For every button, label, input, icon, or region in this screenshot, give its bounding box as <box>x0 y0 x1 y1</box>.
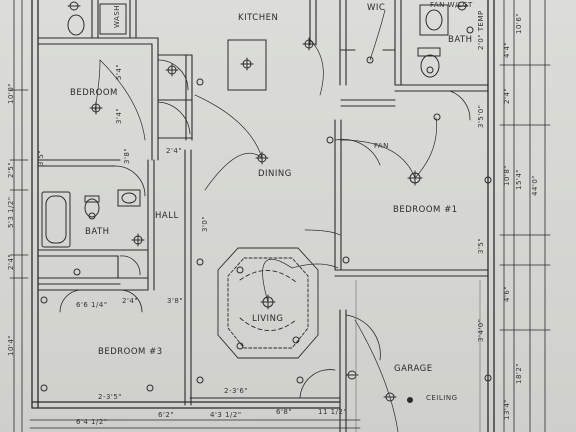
dim-6-2: 6'2" <box>158 411 175 419</box>
dim-6-4: 6'4 1/2" <box>76 418 108 426</box>
dim-3-5: 3'5" <box>37 149 45 166</box>
dim-3-5-0: 3'5'0" <box>477 104 485 128</box>
dim-3-8: 3'8" <box>123 147 131 164</box>
dim-3-4-0: 3'4'0" <box>477 318 485 342</box>
garage-overhead-lines <box>355 279 481 432</box>
room-label-bedroom: BEDROOM <box>70 88 118 98</box>
dim-15-4: 15'4" <box>515 168 523 190</box>
room-label-bedroom-1: BEDROOM #1 <box>393 205 458 215</box>
note-wash: WASH <box>113 4 121 28</box>
living-ceiling-detail <box>217 247 319 359</box>
dim-2-3-6: 2-3'6" <box>224 387 249 395</box>
dim-10-8: 10'8" <box>503 164 511 186</box>
dim-44-0: 44'0" <box>531 174 539 196</box>
room-label-bath-left: BATH <box>85 227 110 237</box>
dim-4-3: 4'3 1/2" <box>210 411 242 419</box>
room-label-kitchen: KITCHEN <box>238 13 279 23</box>
wiring-arcs <box>94 9 437 432</box>
dim-2-5: 2'5" <box>7 161 15 178</box>
dim-2-4-r: 2'4" <box>503 87 511 104</box>
door-swings <box>59 59 471 399</box>
dim-2-4-bath: 2'4" <box>122 297 139 305</box>
room-label-living: LIVING <box>252 314 284 324</box>
room-label-garage: GARAGE <box>394 364 433 374</box>
dim-4-4: 4'4" <box>503 41 511 58</box>
note-fan-w-light: FAN W/LGT <box>430 1 473 9</box>
room-label-bedroom-3: BEDROOM #3 <box>98 347 163 357</box>
dim-6-8: 6'8" <box>276 408 293 416</box>
dim-2-3-5: 2-3'5" <box>98 393 123 401</box>
dim-10-4: 10'4" <box>7 334 15 356</box>
dim-3-4: 3'4" <box>115 107 123 124</box>
bath-fixtures <box>41 3 449 248</box>
dim-10-0: 10'0" <box>7 82 15 104</box>
room-label-wic: WIC <box>367 3 386 13</box>
room-label-hall: HALL <box>155 211 179 221</box>
exterior-walls <box>31 0 495 432</box>
dim-5-3: 5'3 1/2" <box>7 196 15 228</box>
note-temp: 2'0" TEMP <box>477 10 485 50</box>
dim-10-6: 10'6" <box>515 12 523 34</box>
dim-5-4: 5'4" <box>115 63 123 80</box>
dim-4-6: 4'6" <box>503 285 511 302</box>
dim-3-0: 3'0" <box>201 215 209 232</box>
room-label-dining: DINING <box>258 169 292 179</box>
dimension-lines <box>9 0 551 432</box>
dim-3-8-b: 3'8" <box>167 297 184 305</box>
dim-2-4-hall: 2'4" <box>166 147 183 155</box>
dim-18-2: 18'2" <box>515 362 523 384</box>
dim-3-5-r: 3'5" <box>477 237 485 254</box>
dim-6-6: 6'6 1/4" <box>76 301 108 309</box>
dim-2-4-l: 2'4" <box>7 253 15 270</box>
note-ceiling: CEILING <box>426 394 458 402</box>
kitchen-island <box>227 39 267 91</box>
note-fan: FAN <box>374 142 389 150</box>
interior-walls <box>37 0 489 432</box>
dim-13-4: 13'4" <box>503 398 511 420</box>
room-label-bath-top: BATH <box>448 35 473 45</box>
dim-11: 11 1/2" <box>318 408 348 416</box>
